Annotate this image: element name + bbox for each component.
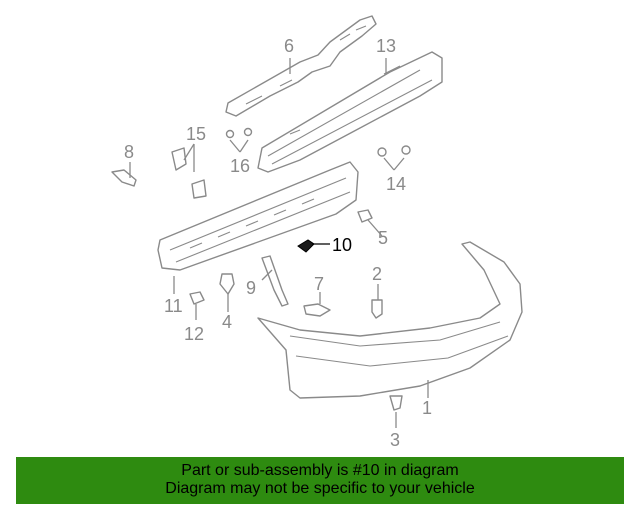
part-7-bracket [303, 303, 331, 317]
part-5-bolt [357, 209, 373, 223]
part-12-clip [189, 291, 205, 305]
callout-15: 15 [186, 124, 206, 144]
callout-13: 13 [376, 36, 396, 56]
part-8-clip [111, 169, 137, 187]
part-4-clip [219, 273, 235, 295]
part-14-clips [377, 145, 411, 157]
callout-4: 4 [222, 312, 232, 332]
callout-11: 11 [164, 296, 183, 316]
parts-diagram: 6 13 8 15 16 14 5 10 9 7 2 11 12 4 1 3 [111, 15, 523, 450]
callout-14: 14 [386, 174, 406, 194]
callout-12: 12 [184, 324, 204, 344]
part-13-absorber [257, 51, 443, 173]
callout-6: 6 [284, 36, 294, 56]
callout-labels: 6 13 8 15 16 14 5 10 9 7 2 11 12 4 1 3 [124, 36, 432, 450]
part-16-clips [225, 127, 253, 139]
part-3-clip [389, 395, 403, 411]
part-2-clip [371, 299, 383, 319]
callout-5: 5 [378, 228, 388, 248]
callout-1: 1 [422, 398, 432, 418]
part-9-strip [261, 255, 289, 307]
leader-lines [129, 58, 429, 428]
callout-16: 16 [230, 156, 250, 176]
callout-3: 3 [390, 430, 400, 450]
callout-7: 7 [314, 274, 324, 294]
part-15-bracket [171, 147, 207, 199]
callout-2: 2 [372, 264, 382, 284]
callout-8: 8 [124, 142, 134, 162]
banner-line-2: Diagram may not be specific to your vehi… [165, 480, 475, 497]
part-10-fastener [297, 239, 315, 253]
part-6-bracket [225, 15, 377, 117]
callout-9: 9 [246, 278, 256, 298]
info-banner: Part or sub-assembly is #10 in diagram D… [16, 457, 624, 504]
part-11-reinforcement [157, 161, 359, 271]
callout-10: 10 [332, 235, 352, 255]
part-1-bumper-cover [257, 241, 523, 399]
banner-line-1: Part or sub-assembly is #10 in diagram [181, 462, 459, 479]
